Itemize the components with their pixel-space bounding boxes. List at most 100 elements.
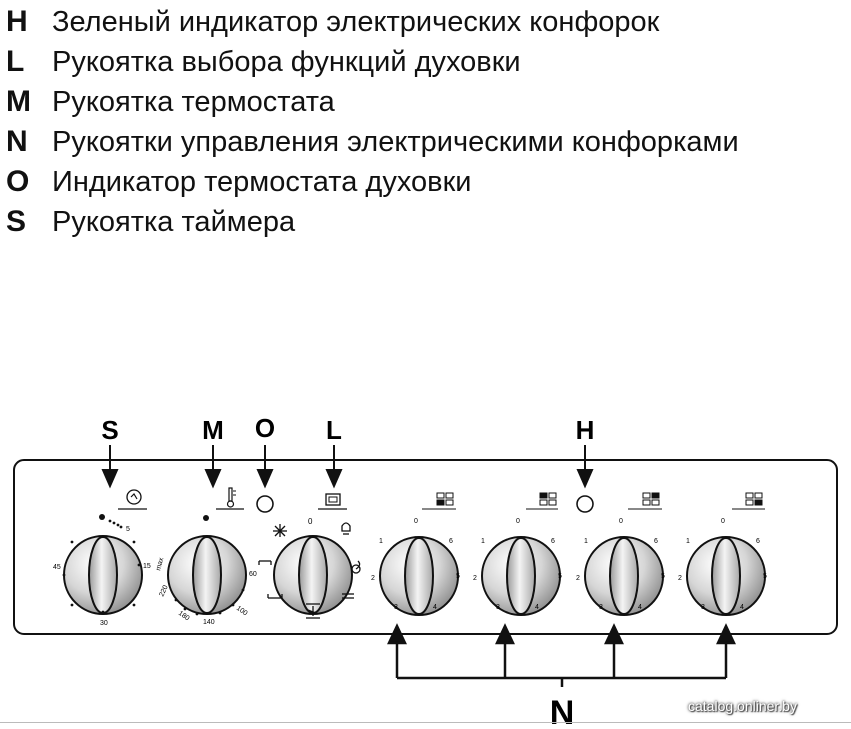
callout-h: H <box>576 415 595 445</box>
hob-label-5: 5 <box>661 573 665 580</box>
hob-label-1: 1 <box>686 538 690 545</box>
callout-s: S <box>101 415 118 445</box>
hob-label-2: 2 <box>473 575 477 582</box>
bottom-heat-icon <box>267 594 283 599</box>
legend-text: Рукоятка таймера <box>52 206 296 238</box>
legend-text: Рукоятки управления электрическими конфо… <box>52 126 739 158</box>
hob-label-2: 2 <box>678 575 682 582</box>
thermostat-label-180: 180 <box>177 610 191 622</box>
bottom-divider <box>0 722 851 723</box>
lamp-icon <box>341 522 351 535</box>
thermostat-label-max: max <box>155 556 165 571</box>
hob-knob-2[interactable]: 0 1 2 3 4 5 6 <box>473 518 562 616</box>
hob-label-1: 1 <box>481 538 485 545</box>
callout-n-bracket <box>387 623 736 687</box>
defrost-icon <box>273 524 287 537</box>
thermometer-icon <box>216 487 244 510</box>
callout-l: L <box>326 415 342 445</box>
timer-label-45: 45 <box>53 564 61 571</box>
hob-knob-3[interactable]: 0 1 2 3 4 5 6 <box>576 518 665 616</box>
legend-text: Индикатор термостата духовки <box>52 166 472 198</box>
arrow-down-icon <box>576 469 594 489</box>
legend-item-s: S Рукоятка таймера <box>6 202 295 242</box>
hob-label-2: 2 <box>371 575 375 582</box>
hob-label-6: 6 <box>654 538 658 545</box>
hob-label-6: 6 <box>449 538 453 545</box>
hob-front-right-icon <box>422 492 456 510</box>
hob-label-5: 5 <box>558 573 562 580</box>
hob-rear-left-icon <box>526 492 558 510</box>
legend-letter: S <box>6 205 27 238</box>
hob-label-6: 6 <box>551 538 555 545</box>
hob-label-3: 3 <box>701 604 705 611</box>
hob-label-1: 1 <box>584 538 588 545</box>
arrow-down-icon <box>204 469 222 489</box>
hob-label-5: 5 <box>456 573 460 580</box>
thermostat-knob[interactable]: 60 100 140 180 220 max <box>155 515 257 626</box>
arrow-up-icon <box>495 623 515 645</box>
hob-label-4: 4 <box>740 604 744 611</box>
timer-knob[interactable]: 5 15 30 45 <box>53 514 151 627</box>
oven-icon <box>318 493 347 510</box>
function-selector-knob[interactable]: 0 <box>258 517 361 619</box>
timer-start-dot <box>99 514 105 520</box>
hob-label-1: 1 <box>379 538 383 545</box>
hob-label-3: 3 <box>394 604 398 611</box>
timer-label-30: 30 <box>100 620 108 627</box>
control-panel-svg: S M O L H N 5 15 30 <box>13 413 838 729</box>
function-mode-icons <box>258 522 361 619</box>
legend-text: Рукоятка выбора функций духовки <box>52 46 521 78</box>
legend-item-h: H Зеленый индикатор электрических конфоро… <box>6 2 659 42</box>
legend-item-n: N Рукоятки управления электрическими конф… <box>6 122 739 162</box>
function-label-0: 0 <box>308 517 313 526</box>
hob-label-0: 0 <box>516 518 520 525</box>
legend-letter: H <box>6 5 28 38</box>
arrow-down-icon <box>101 469 119 489</box>
fan-icon <box>351 560 361 574</box>
top-bottom-heat-icon <box>342 593 354 599</box>
hob-label-3: 3 <box>599 604 603 611</box>
hob-label-0: 0 <box>721 518 725 525</box>
hob-front-left-icon <box>732 492 765 510</box>
arrow-up-icon <box>716 623 736 645</box>
arrow-down-icon <box>256 469 274 489</box>
legend-letter: O <box>6 165 30 198</box>
legend-item-o: O Индикатор термостата духовки <box>6 162 471 202</box>
callout-n: N <box>550 694 575 729</box>
hob-label-5: 5 <box>763 573 767 580</box>
thermostat-label-140: 140 <box>203 619 215 626</box>
thermostat-label-60: 60 <box>249 571 257 578</box>
legend-text: Зеленый индикатор электрических конфорок <box>52 6 660 38</box>
hob-knob-1[interactable]: 0 1 2 3 4 5 6 <box>371 518 460 616</box>
hob-label-0: 0 <box>414 518 418 525</box>
hob-rear-right-icon <box>628 492 662 510</box>
legend-item-l: L Рукоятка выбора функций духовки <box>6 42 521 82</box>
hob-label-4: 4 <box>638 604 642 611</box>
hob-knob-4[interactable]: 0 1 2 3 4 5 6 <box>678 518 767 616</box>
legend-text: Рукоятка термостата <box>52 86 335 118</box>
hob-position-icons <box>422 492 765 510</box>
legend-letter: L <box>6 45 25 78</box>
hob-label-6: 6 <box>756 538 760 545</box>
hob-green-indicator <box>576 495 594 513</box>
thermostat-label-220: 220 <box>158 584 169 598</box>
watermark: catalog.onliner.by <box>688 698 797 714</box>
hob-label-4: 4 <box>535 604 539 611</box>
oven-thermostat-indicator <box>256 495 274 513</box>
hob-label-0: 0 <box>619 518 623 525</box>
arrow-up-icon <box>604 623 624 645</box>
timer-label-5: 5 <box>126 526 130 533</box>
arrow-down-icon <box>325 469 343 489</box>
panel-frame <box>13 459 838 635</box>
timer-label-15: 15 <box>143 563 151 570</box>
callout-arrows-down <box>101 445 594 489</box>
hob-label-3: 3 <box>496 604 500 611</box>
top-heat-icon <box>258 560 272 565</box>
callout-m: M <box>202 415 224 445</box>
thermostat-label-100: 100 <box>235 605 249 617</box>
legend-letter: N <box>6 125 28 158</box>
thermostat-off-dot <box>203 515 209 521</box>
hob-label-4: 4 <box>433 604 437 611</box>
timer-clock-icon <box>118 489 147 510</box>
